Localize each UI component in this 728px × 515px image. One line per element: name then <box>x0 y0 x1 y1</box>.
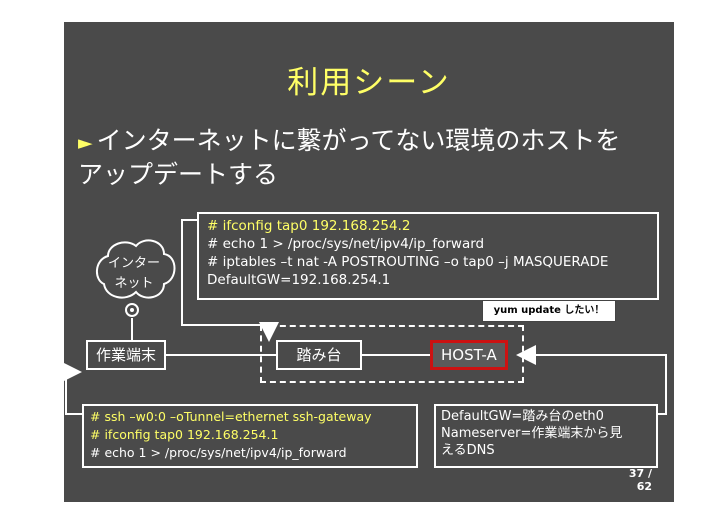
bullet-point: ►インターネットに繋がってない環境のホストをアップデートする <box>78 125 638 190</box>
slide: 利用シーン ►インターネットに繋がってない環境のホストをアップデートする インタ… <box>64 22 674 502</box>
yum-update-callout: yum update したい！ <box>482 300 616 322</box>
node-work-terminal: 作業端末 <box>86 340 166 370</box>
default-gw: DefaultGW=192.168.254.1 <box>207 272 391 288</box>
arrow-bottom-left-to-work <box>65 373 82 415</box>
arrow-bottom-right-to-host <box>516 345 667 415</box>
cmd-ip-forward-work: # echo 1 > /proc/sys/net/ipv4/ip_forward <box>90 445 347 460</box>
bullet-arrow-icon: ► <box>78 132 93 154</box>
arrow-bottom-left-stub <box>64 362 82 382</box>
arrow-top-to-step <box>181 219 279 342</box>
host-a-settings-box: DefaultGW=踏み台のeth0 Nameserver=作業端末から見 える… <box>434 404 658 468</box>
node-host-a: HOST-A <box>430 340 508 370</box>
step-server-command-box: # ifconfig tap0 192.168.254.2 # echo 1 >… <box>197 212 659 300</box>
cloud-connector-dot <box>130 308 134 312</box>
bullet-text: インターネットに繋がってない環境のホストをアップデートする <box>78 126 621 189</box>
internet-label: インター ネット <box>90 254 178 294</box>
host-default-gw: DefaultGW=踏み台のeth0 <box>441 409 604 424</box>
host-nameserver: Nameserver=作業端末から見 <box>441 426 623 441</box>
internet-label-line1: インター <box>107 256 160 271</box>
work-terminal-command-box: # ssh –w0:0 –oTunnel=ethernet ssh-gatewa… <box>82 404 418 468</box>
node-step-server: 踏み台 <box>276 340 362 370</box>
cmd-ifconfig: # ifconfig tap0 192.168.254.2 <box>207 218 411 234</box>
slide-title: 利用シーン <box>287 65 451 101</box>
isolated-network-boundary <box>260 325 524 383</box>
cmd-ssh-tunnel: # ssh –w0:0 –oTunnel=ethernet ssh-gatewa… <box>90 409 372 424</box>
internet-label-line2: ネット <box>114 276 154 291</box>
cmd-ifconfig-tap0: # ifconfig tap0 192.168.254.1 <box>90 427 279 442</box>
page-number: 37 / 62 <box>628 467 652 493</box>
connector-lines <box>64 219 667 415</box>
host-nameserver-cont: えるDNS <box>441 443 495 458</box>
internet-cloud <box>96 239 176 299</box>
cmd-iptables: # iptables –t nat -A POSTROUTING –o tap0… <box>207 254 609 270</box>
cmd-ip-forward: # echo 1 > /proc/sys/net/ipv4/ip_forward <box>207 236 485 252</box>
